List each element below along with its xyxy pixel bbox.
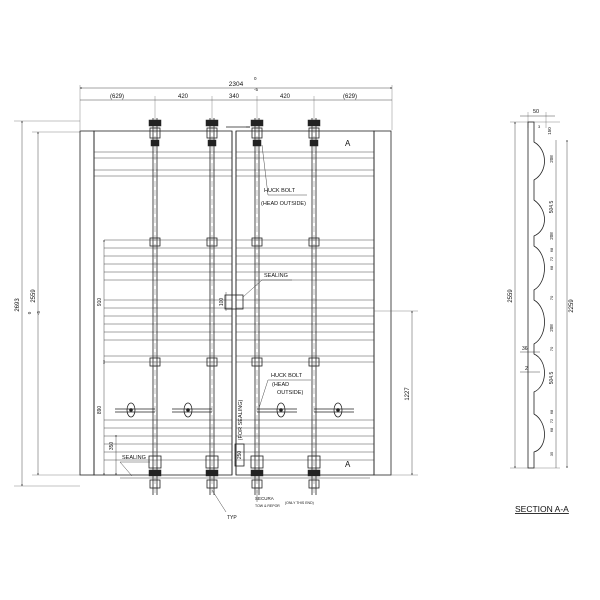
dim-250: 250 [234,443,245,467]
overall-width-tol-upper: 0 [254,76,257,81]
dim-350: 350 [109,434,117,476]
seg-68-d: 68 [549,427,554,432]
section-total-dimensions: 2559 2259 [508,121,575,469]
dim-910: 910 [97,239,105,363]
locking-rod-1 [152,118,158,495]
sealing-strip [224,126,250,310]
dim-1227-text: 1227 [405,387,411,401]
locking-rod-2 [209,118,215,495]
height-2559-tol-upper: 0 [27,311,32,314]
seg-208-a: 208 [549,155,554,163]
corrugated-profile [527,121,545,469]
callout-huck-bolt-top: HUCK BOLT (HEAD OUTSIDE) [261,144,307,207]
section-dim-150: 150 [547,127,552,135]
dim-890-text: 890 [97,406,103,415]
secura-note: (ONLY THIS END) [285,501,314,505]
section-depth-dims: 36 2 [520,346,540,373]
rod-guides-bottom [120,455,370,489]
top-dim-3: 340 [229,94,240,100]
left-height-dimensions: 2693 2559 0 -5 [14,120,80,487]
dim-250-text: 250 [237,451,243,460]
height-2559-text: 2559 [31,289,37,303]
section-marker-top: A [345,139,351,148]
sealing-mid-text: SEALING [264,273,288,279]
section-view: 50 3 150 2559 2259 208 504.5 208 68 72 6… [508,109,575,514]
section-total-2259: 2259 [569,299,575,313]
seg-208-b: 208 [549,232,554,240]
section-dim-36: 36 [522,346,528,352]
height-2559-tol-lower: -5 [36,311,41,315]
overall-width-tol-lower: -5 [254,87,258,92]
huck-bolt-bottom-line1: HUCK BOLT [271,373,303,379]
seg-70-b: 70 [549,346,554,351]
seg-208-c: 208 [549,324,554,332]
seg-504-b: 504.5 [549,372,555,385]
seg-504-a: 504.5 [549,201,555,214]
door-frame [79,130,392,476]
section-segment-dims: 208 504.5 208 68 72 68 70 208 70 504.5 6… [549,140,557,468]
section-title: SECTION A-A [515,504,569,514]
dim-100: 100 [219,292,227,311]
for-sealing-text: (FOR SEALING) [238,400,244,441]
handle-2 [172,402,212,418]
huck-bolt-top-line2: (HEAD OUTSIDE) [261,201,306,207]
overall-width-dimension: 2304 0 -5 [79,76,393,130]
seg-72-a: 72 [549,256,554,261]
section-dim-2: 2 [525,366,528,372]
huck-bolt-bottom-line3: OUTSIDE) [277,390,303,396]
locking-rods [152,118,317,495]
seg-68-b: 68 [549,265,554,270]
top-dim-4: 420 [280,94,291,100]
callout-secura: SECURA TOW & REPOR (ONLY THIS END) [255,490,314,508]
callout-huck-bolt-bottom: HUCK BOLT (HEAD OUTSIDE) [258,373,311,409]
front-view: 2304 0 -5 (629) 420 340 420 (629) 2693 [14,76,418,521]
dim-1227: 1227 [374,310,418,476]
height-2693-text: 2693 [15,298,21,312]
seg-68-c: 68 [549,409,554,414]
callout-typ: TYP [211,489,237,521]
dim-910-text: 910 [97,298,103,307]
seg-35: 35 [549,451,554,456]
top-dim-5: (629) [343,94,357,100]
huck-bolt-bottom-line2: (HEAD [272,382,289,388]
door-handles [115,402,354,418]
secura-line1: SECURA [255,496,274,501]
corrugation-lines [94,151,374,461]
overall-width-text: 2304 [229,81,244,88]
top-dim-1: (629) [110,94,124,100]
rod-guides-middle [149,237,320,367]
locking-rod-3 [254,118,260,495]
seg-72-b: 72 [549,418,554,423]
huck-bolt-top-line1: HUCK BOLT [264,188,296,194]
secura-line2: TOW & REPOR [255,504,280,508]
seg-70-a: 70 [549,295,554,300]
locking-rod-4 [311,118,317,495]
section-dim-50: 50 [533,109,539,115]
section-dim-3: 3 [538,124,541,129]
section-total-2559: 2559 [508,289,514,303]
callout-sealing-bottom: SEALING [119,455,150,477]
top-dim-2: 420 [178,94,189,100]
rod-guides-top [148,119,321,147]
typ-text: TYP [227,515,237,521]
handle-4 [314,402,354,418]
sealing-bottom-text: SEALING [122,455,146,461]
section-marker-bottom: A [345,460,351,469]
dim-350-text: 350 [109,442,115,451]
seg-68-a: 68 [549,247,554,252]
top-segment-dimensions: (629) 420 340 420 (629) [80,94,392,118]
dim-890: 890 [97,361,105,476]
handle-3 [257,402,297,418]
dim-100-text: 100 [219,298,225,307]
handle-1 [115,402,155,418]
callout-sealing-mid: SEALING [242,273,292,298]
